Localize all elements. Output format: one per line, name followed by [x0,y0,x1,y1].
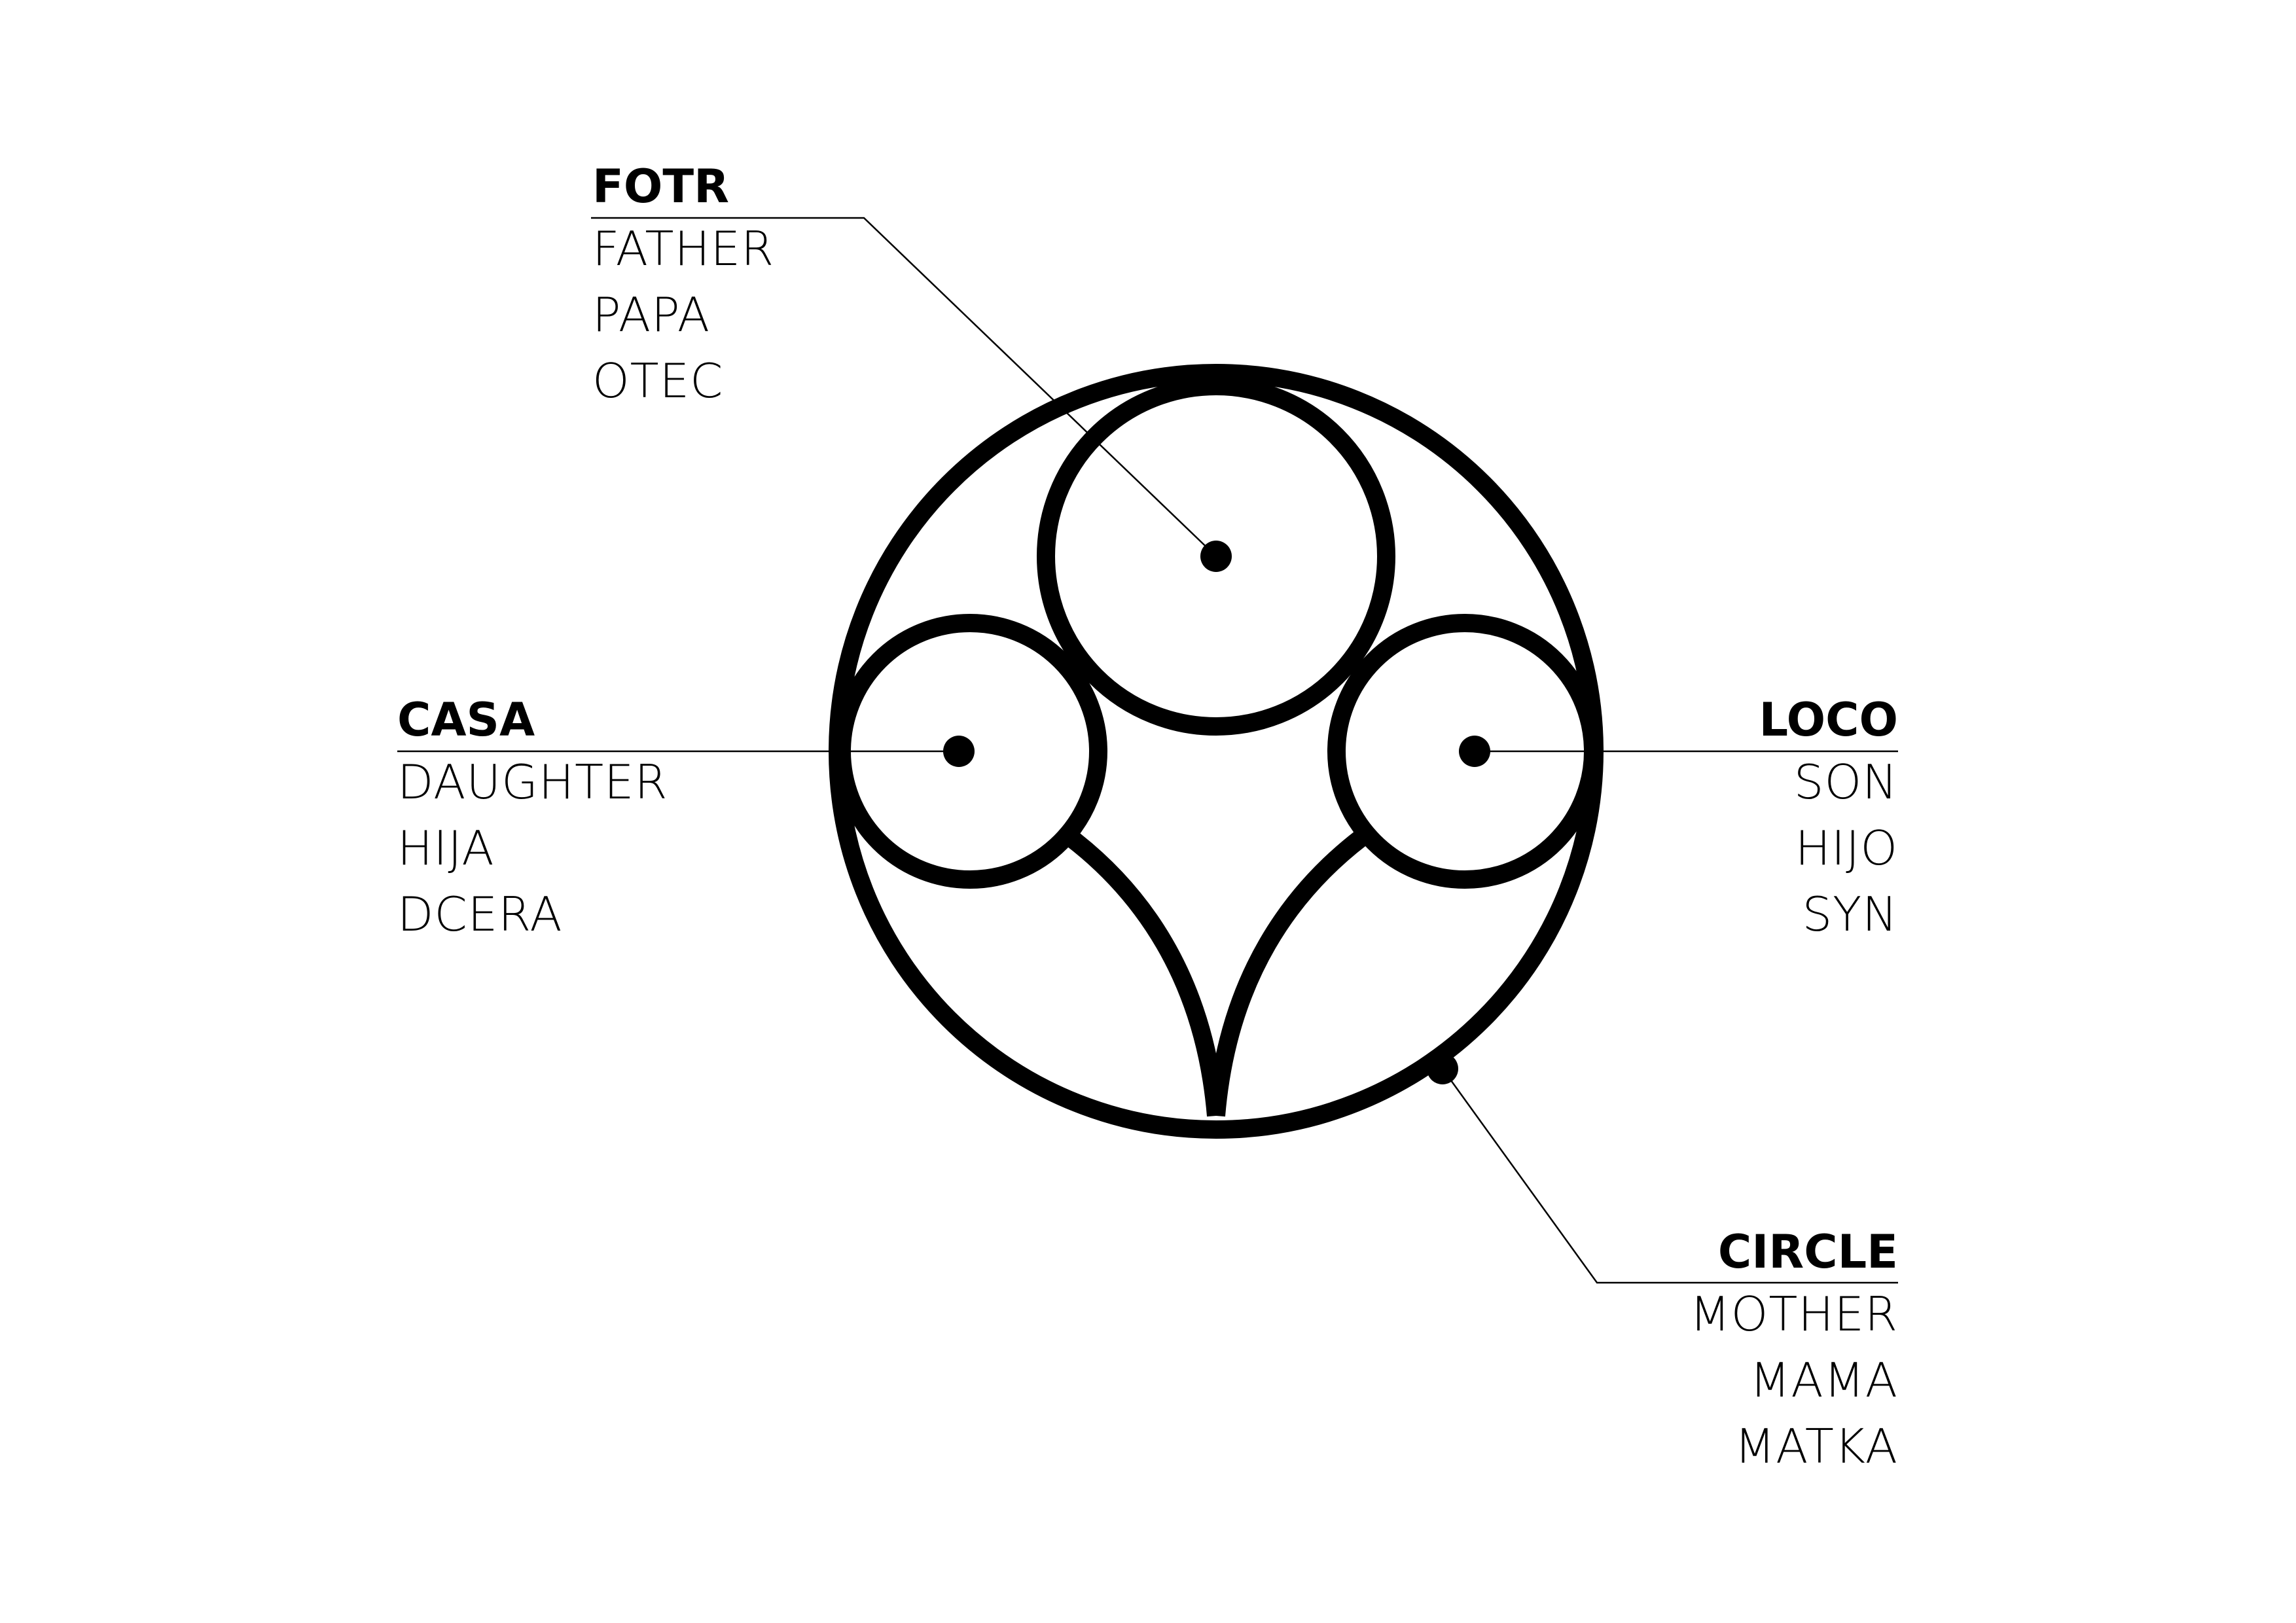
leader-line-mother [1441,1068,1898,1284]
father-circle [1037,377,1395,736]
label-mother-line-1: MOTHER [1689,1287,1898,1342]
label-father-name: FOTR [592,160,729,213]
label-daughter: CASA DAUGHTER HIJA DCERA [397,690,668,948]
label-son-name: LOCO [1759,693,1899,747]
label-son-line-1: SON [1793,755,1898,810]
right-petal-arc [1207,830,1367,1117]
label-daughter-line-2: HIJA [397,821,495,876]
center-dots [943,541,1490,1084]
label-mother-line-3: MATKA [1734,1419,1898,1474]
son-circle [1327,614,1602,889]
label-father: FOTR FATHER PAPA OTEC [592,157,774,414]
label-mother-name: CIRCLE [1717,1225,1898,1279]
label-father-line-1: FATHER [592,221,775,276]
daughter-dot [943,736,975,767]
label-son-line-3: SYN [1802,887,1898,942]
label-son-line-2: HIJO [1795,821,1898,876]
label-mother-line-2: MAMA [1749,1353,1898,1408]
daughter-circle [833,614,1107,889]
label-daughter-name: CASA [397,693,535,747]
label-son: LOCO SON HIJO SYN [1759,690,1899,948]
label-mother: CIRCLE MOTHER MAMA MATKA [1690,1222,1898,1480]
father-dot [1200,541,1232,572]
son-dot [1459,736,1490,767]
symbol [829,364,1604,1139]
label-father-line-2: PAPA [592,287,711,342]
left-petal-arc [1065,830,1225,1117]
mother-dot [1427,1053,1458,1084]
label-father-line-3: OTEC [592,353,724,408]
label-daughter-line-1: DAUGHTER [397,755,668,810]
label-daughter-line-3: DCERA [397,887,563,942]
